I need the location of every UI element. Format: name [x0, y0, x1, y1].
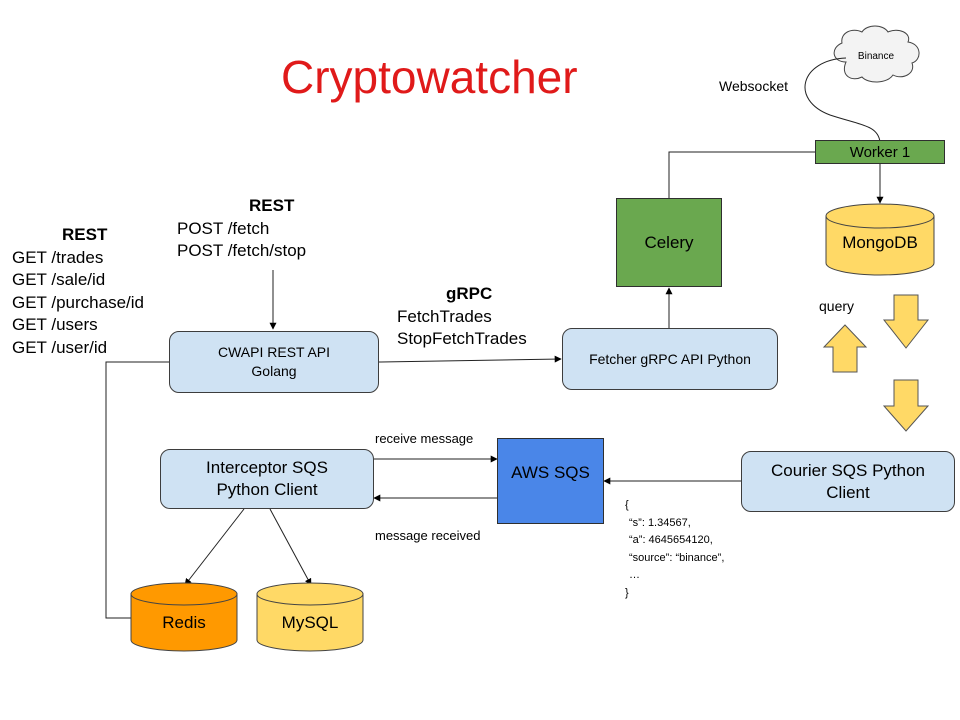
payload-line: “s”: 1.34567,	[629, 516, 691, 529]
aws-sqs-box: AWS SQS	[497, 438, 604, 524]
courier-sqs-box: Courier SQS Python Client	[741, 451, 955, 512]
rest-left-endpoints: REST GET /trades GET /sale/id GET /purch…	[12, 224, 144, 359]
receive-message-label: receive message	[375, 431, 474, 446]
mongodb-label: MongoDB	[842, 233, 918, 252]
rest-top-heading: REST	[249, 196, 295, 215]
cwapi-to-redis-line	[105, 361, 169, 619]
websocket-label: Websocket	[719, 78, 788, 94]
route-item: GET /user/id	[12, 337, 108, 357]
redis-cylinder	[130, 582, 238, 652]
worker-box: Worker 1	[815, 140, 945, 164]
aws-sqs-label: AWS SQS	[511, 463, 590, 482]
grpc-method-item: FetchTrades	[397, 306, 492, 326]
mysql-label: MySQL	[281, 613, 339, 632]
interceptor-title: Interceptor SQS	[206, 458, 328, 477]
cwapi-to-fetcher-arrow	[378, 355, 562, 363]
interceptor-to-redis-arrow	[184, 508, 245, 586]
payload-line: }	[625, 586, 629, 599]
payload-line: {	[625, 499, 629, 511]
message-payload-example: { “s”: 1.34567, “a”: 4645654120, “source…	[625, 497, 724, 602]
fetcher-label: Fetcher gRPC API Python	[589, 351, 751, 367]
mysql-cylinder	[256, 582, 364, 652]
route-item: GET /trades	[12, 247, 104, 267]
route-item: GET /purchase/id	[12, 292, 144, 312]
grpc-methods: gRPC FetchTrades StopFetchTrades	[397, 283, 527, 351]
courier-title: Courier SQS Python	[770, 460, 925, 480]
binance-cloud-shape	[833, 25, 920, 83]
redis-label: Redis	[162, 613, 206, 632]
route-item: GET /sale/id	[12, 270, 106, 289]
websocket-connection-line	[804, 57, 881, 143]
worker-label: Worker 1	[849, 143, 911, 161]
celery-box: Celery	[616, 198, 722, 287]
worker-to-celery-line	[668, 151, 815, 198]
page-title: Cryptowatcher	[281, 51, 578, 103]
binance-cloud-label: Binance	[857, 51, 895, 62]
payload-line: “a”: 4645654120,	[629, 534, 713, 546]
route-item: GET /users	[12, 315, 98, 334]
query-label: query	[819, 298, 855, 314]
cwapi-title: CWAPI REST API	[217, 344, 331, 360]
fetcher-grpc-api-box: Fetcher gRPC API Python	[562, 328, 778, 390]
payload-line: “source”: “binance”,	[629, 551, 725, 564]
interceptor-sqs-box: Interceptor SQS Python Client	[160, 449, 374, 509]
grpc-heading: gRPC	[446, 284, 493, 303]
celery-label: Celery	[644, 232, 694, 252]
mongodb-cylinder	[825, 203, 935, 276]
courier-subtitle: Client	[826, 482, 870, 502]
grpc-method-item: StopFetchTrades	[397, 329, 527, 348]
rest-left-heading: REST	[62, 225, 108, 244]
down-block-arrow-courier	[882, 379, 930, 432]
rest-top-endpoints: REST POST /fetch POST /fetch/stop	[177, 195, 306, 263]
payload-line: …	[629, 569, 640, 581]
cwapi-rest-api-box: CWAPI REST API Golang	[169, 331, 379, 393]
route-item: POST /fetch	[177, 218, 270, 238]
interceptor-to-mysql-arrow	[269, 508, 312, 586]
message-received-label: message received	[375, 528, 481, 543]
down-block-arrow-query	[882, 294, 930, 349]
up-block-arrow-query	[822, 324, 868, 373]
route-item: POST /fetch/stop	[177, 241, 307, 260]
interceptor-subtitle: Python Client	[216, 480, 318, 499]
cwapi-language: Golang	[251, 363, 297, 379]
